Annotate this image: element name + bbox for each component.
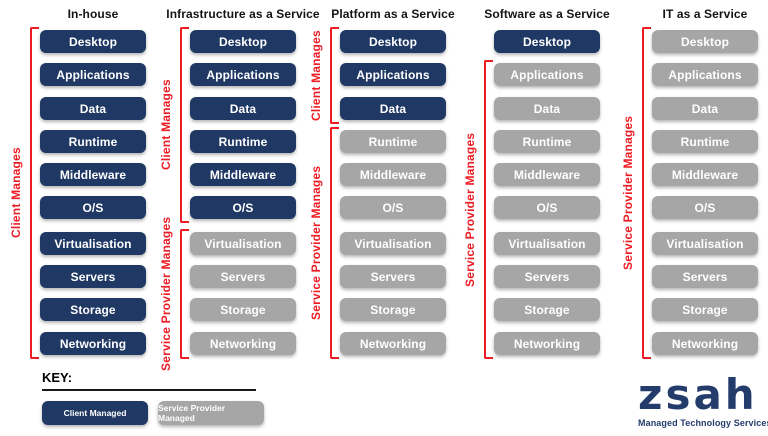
layer-data: Data [40,97,146,120]
layer-applications: Applications [340,63,446,86]
bracket-service-provider-manages [330,127,339,359]
layer-middleware: Middleware [652,163,758,186]
layer-storage: Storage [652,298,758,321]
layer-applications: Applications [494,63,600,86]
layer-applications: Applications [40,63,146,86]
column-title-in-house: In-house [67,7,119,21]
layer-storage: Storage [190,298,296,321]
layer-servers: Servers [652,265,758,288]
zsah-logo-tagline: Managed Technology Services [638,418,768,428]
layer-networking: Networking [340,332,446,355]
layer-networking: Networking [40,332,146,355]
layer-middleware: Middleware [494,163,600,186]
layer-data: Data [340,97,446,120]
layer-runtime: Runtime [40,130,146,153]
layer-runtime: Runtime [652,130,758,153]
bracket-client-manages [180,27,189,223]
column-title-it-as-a-service: IT as a Service [662,7,748,21]
layer-desktop: Desktop [40,30,146,53]
layer-runtime: Runtime [494,130,600,153]
bracket-service-provider-manages [180,229,189,359]
bracket-service-provider-manages [484,60,493,359]
layer-middleware: Middleware [40,163,146,186]
layer-networking: Networking [652,332,758,355]
layer-storage: Storage [40,298,146,321]
layer-runtime: Runtime [340,130,446,153]
layer-virtualisation: Virtualisation [494,232,600,255]
key-items: Client Managed Service Provider Managed [42,401,264,425]
layer-o-s: O/S [494,196,600,219]
bracket-label-service-provider-manages: Service Provider Manages [463,132,477,287]
bracket-client-manages [330,27,339,124]
layer-storage: Storage [494,298,600,321]
column-title-software-as-a-service: Software as a Service [484,7,610,21]
bracket-label-service-provider-manages: Service Provider Manages [159,216,173,372]
layer-servers: Servers [40,265,146,288]
key-title: KEY: [42,370,73,385]
layer-networking: Networking [190,332,296,355]
zsah-logo-wordmark: zsah [638,370,758,419]
layer-middleware: Middleware [190,163,296,186]
zsah-logo: zsah Managed Technology Services [638,370,768,429]
layer-data: Data [494,97,600,120]
bracket-label-service-provider-manages: Service Provider Manages [309,165,323,321]
layer-storage: Storage [340,298,446,321]
layer-desktop: Desktop [494,30,600,53]
layer-virtualisation: Virtualisation [40,232,146,255]
layer-o-s: O/S [40,196,146,219]
layer-applications: Applications [652,63,758,86]
bracket-label-client-manages: Client Manages [9,147,23,239]
layer-applications: Applications [190,63,296,86]
layer-desktop: Desktop [190,30,296,53]
layer-networking: Networking [494,332,600,355]
layer-middleware: Middleware [340,163,446,186]
layer-servers: Servers [494,265,600,288]
layer-o-s: O/S [190,196,296,219]
bracket-label-service-provider-manages: Service Provider Manages [621,115,635,271]
layer-virtualisation: Virtualisation [340,232,446,255]
column-title-platform-as-a-service: Platform as a Service [331,7,455,21]
layer-virtualisation: Virtualisation [190,232,296,255]
column-title-infrastructure-as-a-service: Infrastructure as a Service [166,7,320,21]
layer-desktop: Desktop [340,30,446,53]
layer-servers: Servers [190,265,296,288]
key-divider [42,389,256,391]
layer-data: Data [652,97,758,120]
layer-o-s: O/S [340,196,446,219]
layer-desktop: Desktop [652,30,758,53]
bracket-label-client-manages: Client Manages [309,30,323,121]
key-section: KEY: Client Managed Service Provider Mana… [42,370,264,425]
layer-runtime: Runtime [190,130,296,153]
layer-data: Data [190,97,296,120]
key-item-service-provider-managed: Service Provider Managed [158,401,264,425]
layer-servers: Servers [340,265,446,288]
bracket-client-manages [30,27,39,359]
key-item-client-managed: Client Managed [42,401,148,425]
bracket-label-client-manages: Client Manages [159,79,173,171]
layer-virtualisation: Virtualisation [652,232,758,255]
layer-o-s: O/S [652,196,758,219]
bracket-service-provider-manages [642,27,651,359]
